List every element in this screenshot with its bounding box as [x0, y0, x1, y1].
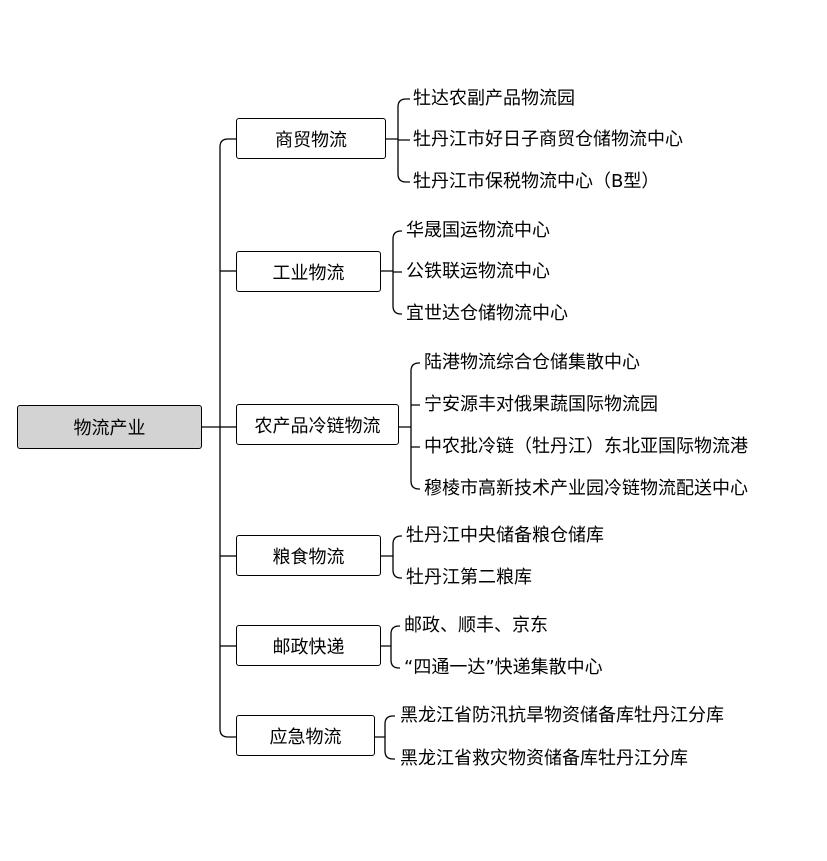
- category-liangshi: 粮食物流: [236, 535, 381, 576]
- leaf-item: 邮政、顺丰、京东: [404, 615, 548, 636]
- leaf-item: 穆棱市高新技术产业园冷链物流配送中心: [424, 478, 748, 499]
- leaf-item: 宜世达仓储物流中心: [406, 303, 568, 324]
- leaf-item: 陆港物流综合仓储集散中心: [424, 352, 640, 373]
- leaf-item: 宁安源丰对俄果蔬国际物流园: [424, 394, 658, 415]
- leaf-item: 牡丹江第二粮库: [406, 567, 532, 588]
- bracket-liangshi: [381, 535, 402, 579]
- category-youzheng: 邮政快递: [236, 625, 381, 666]
- category-shangmao: 商贸物流: [236, 118, 386, 159]
- bracket-shangmao: [386, 98, 410, 183]
- leaf-item: 黑龙江省防汛抗旱物资储备库牡丹江分库: [400, 705, 724, 726]
- category-lenglian: 农产品冷链物流: [236, 404, 399, 445]
- leaf-item: 牡丹江市好日子商贸仓储物流中心: [413, 129, 683, 150]
- root-node: 物流产业: [17, 405, 202, 449]
- trunk-line: [219, 138, 236, 738]
- leaf-item: “四通一达”快递集散中心: [404, 657, 603, 678]
- category-gongye: 工业物流: [236, 251, 381, 292]
- leaf-item: 公铁联运物流中心: [406, 261, 550, 282]
- bracket-gongye: [381, 230, 402, 315]
- leaf-item: 牡达农副产品物流园: [413, 88, 575, 109]
- bracket-lenglian: [399, 362, 420, 490]
- bracket-youzheng: [381, 625, 400, 669]
- leaf-item: 黑龙江省救灾物资储备库牡丹江分库: [400, 748, 688, 769]
- bracket-yingji: [375, 715, 395, 760]
- leaf-item: 牡丹江中央储备粮仓储库: [406, 525, 604, 546]
- leaf-item: 牡丹江市保税物流中心（B型）: [413, 171, 660, 192]
- leaf-item: 中农批冷链（牡丹江）东北亚国际物流港: [424, 436, 748, 457]
- category-yingji: 应急物流: [236, 715, 375, 756]
- leaf-item: 华晟国运物流中心: [406, 220, 550, 241]
